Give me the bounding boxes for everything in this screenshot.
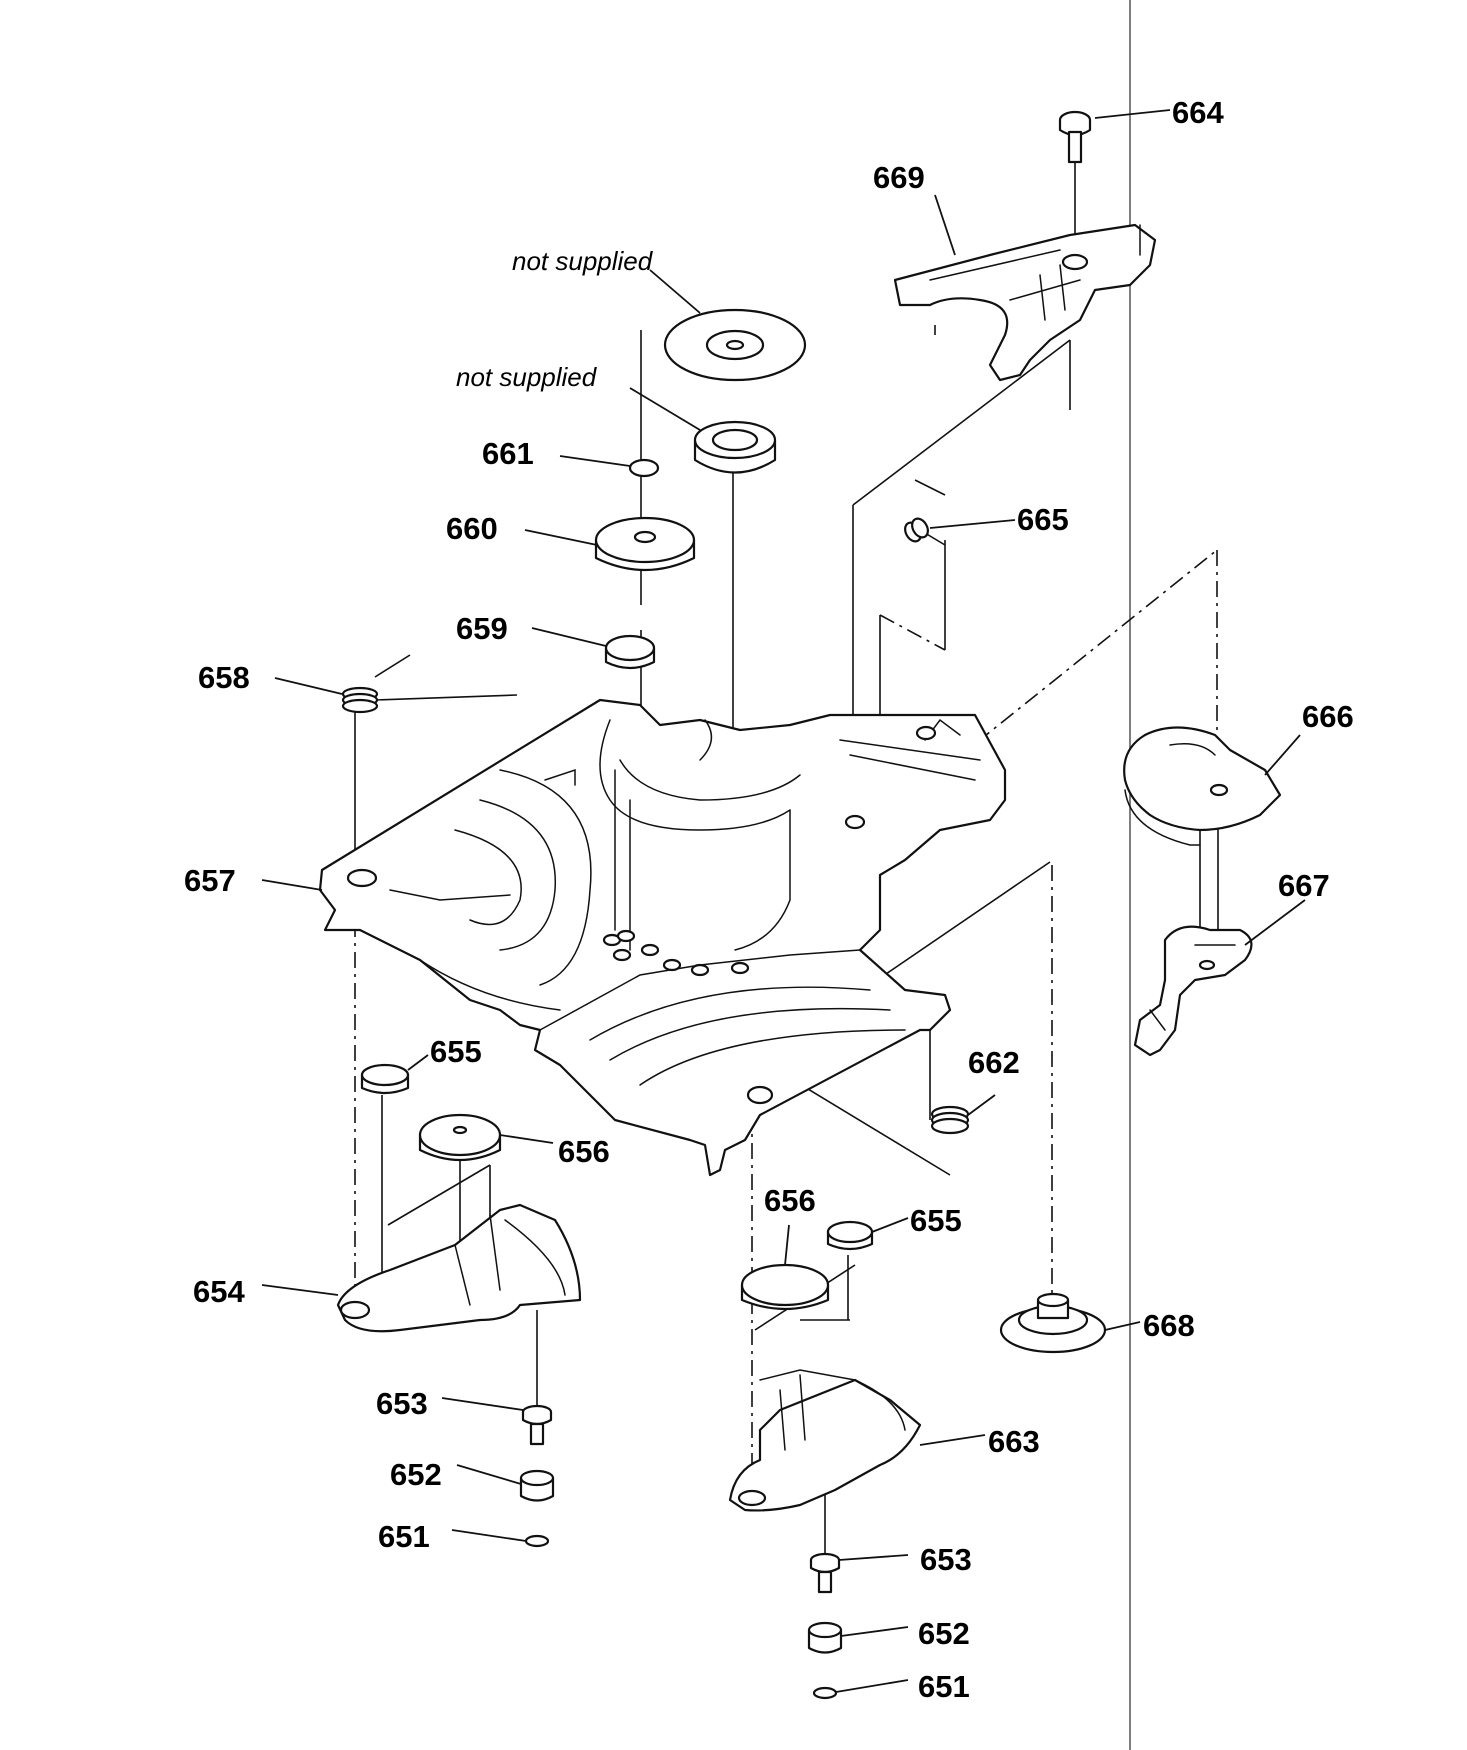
callout-657: 657 [184, 863, 236, 898]
callout-665: 665 [1017, 502, 1069, 537]
callout-656-right: 656 [764, 1183, 816, 1218]
spring-658 [341, 686, 379, 714]
cam-659 [604, 634, 656, 670]
callout-669: 669 [873, 160, 925, 195]
callout-653-left: 653 [376, 1386, 428, 1421]
arm-654 [336, 1203, 582, 1333]
callout-656-left: 656 [558, 1134, 610, 1169]
arm-663 [728, 1369, 922, 1512]
callout-667: 667 [1278, 868, 1330, 903]
callout-652-left: 652 [390, 1457, 442, 1492]
washer-651-right [812, 1686, 838, 1700]
note-not-supplied-disc: not supplied [512, 246, 654, 276]
note-not-supplied-ring: not supplied [456, 362, 598, 392]
callout-654: 654 [193, 1274, 245, 1309]
callout-666: 666 [1302, 699, 1354, 734]
callout-662: 662 [968, 1045, 1020, 1080]
callout-659: 659 [456, 611, 508, 646]
cap-661 [628, 458, 660, 478]
gear-656-left [418, 1113, 502, 1162]
lever-667 [1133, 925, 1253, 1057]
callout-655-right: 655 [910, 1203, 962, 1238]
roller-655-left [360, 1063, 410, 1095]
spring-662 [930, 1105, 970, 1135]
callout-661: 661 [482, 436, 534, 471]
roller-655-right [826, 1220, 874, 1251]
bushing-652-right [807, 1621, 843, 1654]
callout-668: 668 [1143, 1308, 1195, 1343]
bushing-652-left [519, 1469, 555, 1502]
callout-651-right: 651 [918, 1669, 970, 1704]
callout-658: 658 [198, 660, 250, 695]
gear-660 [594, 516, 696, 572]
cam-gear-666 [1123, 726, 1282, 846]
screw-653-right [809, 1552, 841, 1594]
callout-663: 663 [988, 1424, 1040, 1459]
callout-664: 664 [1172, 95, 1224, 130]
pulley-668 [999, 1292, 1107, 1354]
ring-not-supplied [693, 420, 777, 474]
callout-655-left: 655 [430, 1034, 482, 1069]
leader-lines [261, 109, 1306, 1693]
callout-653-right: 653 [920, 1542, 972, 1577]
callout-651-left: 651 [378, 1519, 430, 1554]
spring-665 [904, 517, 929, 543]
screw-653-left [521, 1404, 553, 1446]
disc-not-supplied [663, 308, 807, 382]
callout-660: 660 [446, 511, 498, 546]
gear-656-right [740, 1263, 830, 1311]
chassis-plate-657 [318, 698, 1007, 1177]
bracket-669 [893, 223, 1157, 382]
callout-652-right: 652 [918, 1616, 970, 1651]
washer-651-left [524, 1534, 550, 1548]
screw-664 [1058, 110, 1092, 164]
